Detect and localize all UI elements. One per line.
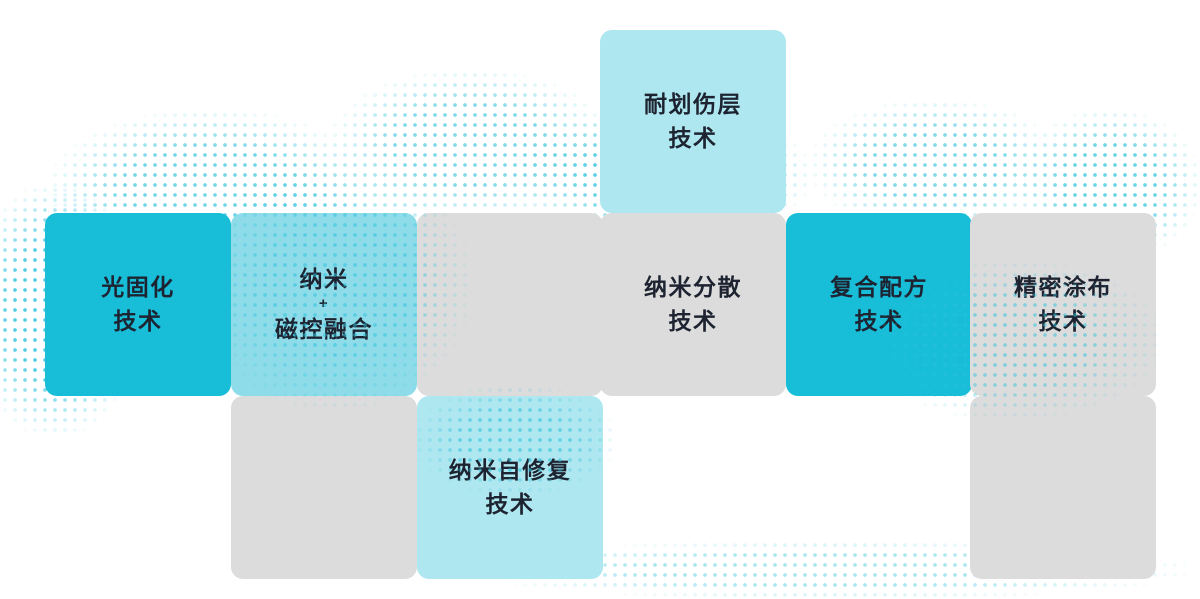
tile-label-line: 纳米	[299, 265, 349, 292]
tile-empty-2	[231, 396, 417, 579]
tile-label: 光固化 技术	[101, 271, 175, 338]
tile-label-line: 耐划伤层	[644, 91, 742, 118]
tile-empty-1	[417, 213, 603, 396]
tile-label-line: 技术	[1038, 307, 1088, 334]
tile-nano-magnetron-fusion: 纳米 + 磁控融合	[231, 213, 417, 396]
tile-label-line: 技术	[668, 124, 718, 151]
tile-nano-self-healing-tech: 纳米自修复 技术	[417, 396, 603, 579]
tile-label-line: 纳米自修复	[448, 457, 572, 484]
tile-nano-dispersion-tech: 纳米分散 技术	[600, 213, 786, 396]
tile-label: 纳米 + 磁控融合	[275, 263, 373, 346]
tile-label-line: +	[318, 295, 330, 313]
tile-label-line: 纳米分散	[644, 274, 742, 301]
dot-map-cluster	[330, 70, 610, 220]
tile-composite-formula-tech: 复合配方 技术	[786, 213, 972, 396]
tile-label-line: 复合配方	[830, 274, 928, 301]
tile-label-line: 技术	[113, 307, 163, 334]
tile-label: 耐划伤层 技术	[644, 88, 742, 155]
tile-uv-curing-tech: 光固化 技术	[45, 213, 231, 396]
tile-label-line: 精密涂布	[1014, 274, 1112, 301]
tile-scratch-resistant-tech: 耐划伤层 技术	[600, 30, 786, 213]
dot-map-cluster	[810, 100, 1060, 230]
tile-empty-3	[970, 396, 1156, 579]
tile-label-line: 技术	[485, 490, 535, 517]
tile-label-line: 技术	[668, 307, 718, 334]
tile-label: 纳米分散 技术	[644, 271, 742, 338]
tile-label: 精密涂布 技术	[1014, 271, 1112, 338]
tile-label: 复合配方 技术	[830, 271, 928, 338]
tile-label-line: 磁控融合	[275, 315, 373, 342]
tile-precision-coating-tech: 精密涂布 技术	[970, 213, 1156, 396]
tile-label-line: 光固化	[101, 274, 175, 301]
tile-label-line: 技术	[854, 307, 904, 334]
tile-label: 纳米自修复 技术	[449, 454, 572, 521]
